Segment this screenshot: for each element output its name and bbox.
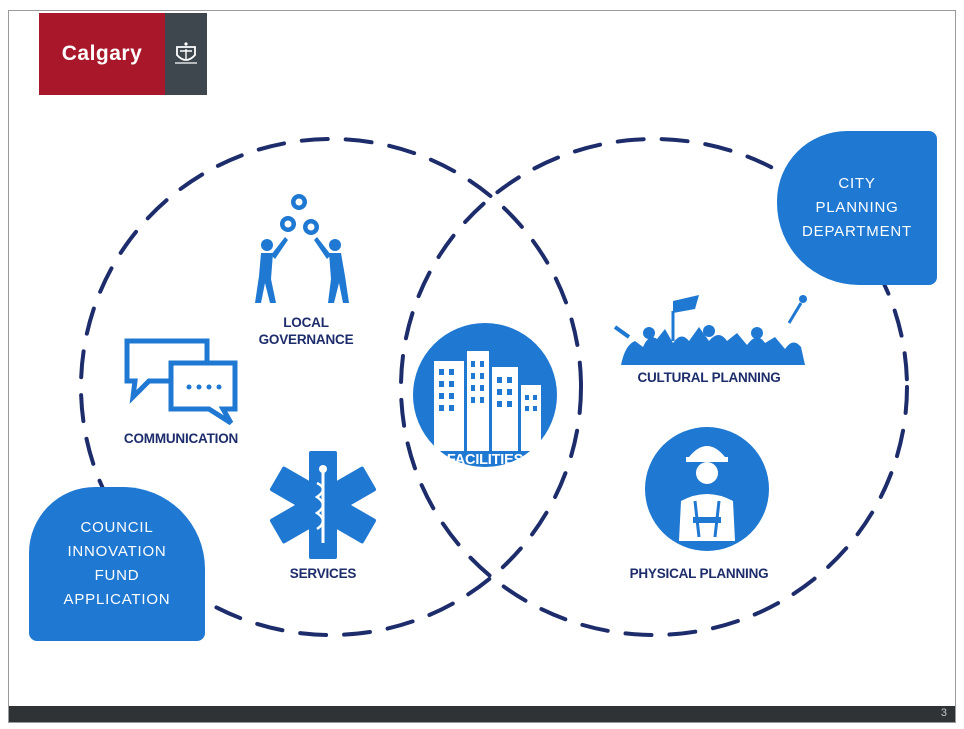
crowd-icon <box>613 295 807 365</box>
callout-city-planning: CITY PLANNING DEPARTMENT <box>777 131 937 285</box>
callout-council-line3: FUND <box>94 567 140 584</box>
callout-council-innovation: COUNCIL INNOVATION FUND APPLICATION <box>29 487 205 641</box>
chat-bubbles-icon <box>124 338 238 426</box>
label-local-line2: GOVERNANCE <box>258 332 354 347</box>
star-of-life-icon <box>269 451 377 559</box>
label-services: SERVICES <box>289 566 357 581</box>
callout-council-line4: APPLICATION <box>63 591 171 608</box>
label-facilities: FACILITIES <box>446 452 524 468</box>
label-cultural-planning: CULTURAL PLANNING <box>637 370 781 385</box>
slide: Calgary <box>8 10 956 723</box>
calgary-logo: Calgary <box>39 13 207 95</box>
footer-bar: 3 <box>9 706 955 722</box>
buildings-icon <box>413 323 557 467</box>
label-physical-planning: PHYSICAL PLANNING <box>629 566 769 581</box>
page-number: 3 <box>940 707 947 719</box>
worker-icon <box>645 427 769 551</box>
callout-city-line1: CITY <box>838 175 876 192</box>
callout-city-line3: DEPARTMENT <box>802 223 912 240</box>
label-local-line1: LOCAL <box>283 315 329 330</box>
label-local-governance: LOCAL GOVERNANCE <box>251 314 361 348</box>
venn-diagram <box>79 137 909 637</box>
callout-council-line2: INNOVATION <box>67 543 167 560</box>
callout-city-line2: PLANNING <box>815 199 899 216</box>
right-dashed-circle <box>399 137 909 637</box>
gear-team-icon <box>255 194 349 303</box>
callout-council-line1: COUNCIL <box>80 519 154 536</box>
label-communication: COMMUNICATION <box>123 431 239 446</box>
crest-icon <box>165 13 207 95</box>
logo-wordmark: Calgary <box>39 13 165 95</box>
left-dashed-circle <box>79 137 583 637</box>
